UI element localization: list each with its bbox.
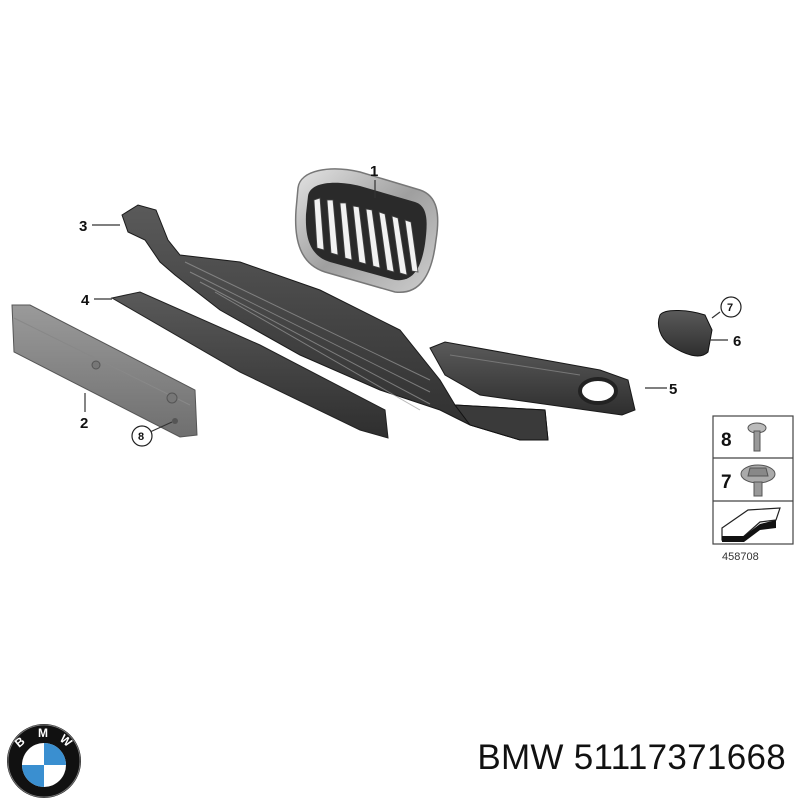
callout-1: 1 [370,163,378,180]
legend-label-8: 8 [721,430,732,451]
leader-lines [84,180,728,433]
callout-3: 3 [79,218,87,235]
bmw-logo: B M W [7,724,81,798]
license-plate-base [11,304,198,438]
callout-5: 5 [669,381,677,398]
fog-light-cover [657,310,713,357]
svg-text:7: 7 [727,302,733,314]
kidney-grille [294,168,439,293]
circled-callout-8: 8 [131,425,153,447]
circled-callout-7: 7 [720,296,742,318]
diagram-number: 458708 [722,551,759,563]
part-title: BMW 51117371668 [477,738,786,777]
trim-strip [110,291,389,439]
direction-arrow-icon [721,507,781,542]
legend-label-7: 7 [721,472,732,493]
callout-6: 6 [733,333,741,350]
svg-text:8: 8 [138,431,144,443]
fastener-legend: 8 7 458708 [712,415,794,563]
fog-light-grille [429,341,636,416]
hex-flange-bolt-icon [740,464,776,497]
logo-letter-m: M [38,726,48,740]
callout-4: 4 [81,292,90,309]
callout-2: 2 [80,415,88,432]
lower-grille [121,204,549,441]
torx-screw-icon [747,422,767,452]
